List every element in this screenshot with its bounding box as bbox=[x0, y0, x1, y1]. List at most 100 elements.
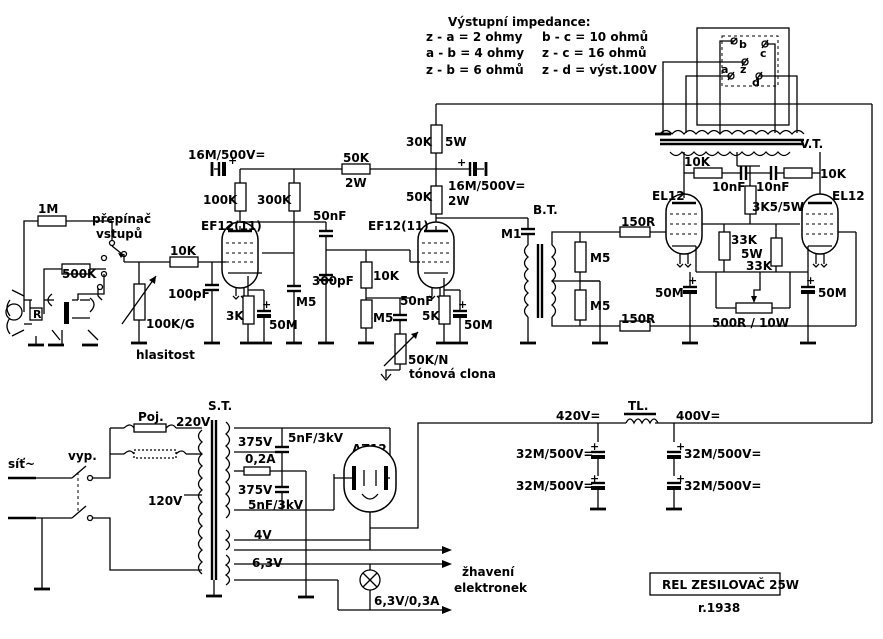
resistor-50k-2w-top bbox=[341, 163, 371, 175]
tube2-label: EF12(11) bbox=[368, 219, 429, 233]
r1m-label: 1M bbox=[38, 202, 58, 216]
terminal-z-label: z bbox=[740, 63, 746, 76]
terminal-d-label: d bbox=[752, 76, 760, 89]
svg-text:+: + bbox=[457, 156, 466, 169]
r50k-mid-w-label: 2W bbox=[448, 194, 470, 208]
output-terminal-block: b c z a d bbox=[662, 27, 798, 133]
c32m-c-label: 32M/500V= bbox=[684, 447, 761, 461]
r10k-b-label: 10K bbox=[373, 269, 400, 283]
impedance-row-2-left: a - b = 4 ohmy bbox=[426, 46, 524, 60]
resistor-m5-c bbox=[574, 241, 587, 273]
resistor-33k-a bbox=[718, 231, 731, 261]
c5nf-b-label: 5nF/3kV bbox=[248, 498, 304, 512]
impedance-row-1-left: z - a = 2 ohmy bbox=[426, 30, 523, 44]
title-year: r.1938 bbox=[698, 601, 740, 615]
resistor-33k-b bbox=[770, 237, 783, 267]
fuse-220v bbox=[123, 423, 177, 433]
pot-500r bbox=[735, 302, 773, 314]
r30k-label: 30K bbox=[406, 135, 433, 149]
svg-text:+: + bbox=[228, 154, 237, 167]
c50m-d-label: 50M bbox=[818, 286, 847, 300]
r30k-w-label: 5W bbox=[445, 135, 467, 149]
v375a-label: 375V bbox=[238, 435, 273, 449]
svg-text:+: + bbox=[688, 274, 697, 287]
r100k-label: 100K bbox=[203, 193, 238, 207]
r33k-a-w-label: 5W bbox=[741, 247, 763, 261]
pot50k-label: 50K/N bbox=[408, 353, 448, 367]
v4-label: 4V bbox=[254, 528, 272, 542]
r10k-a-label: 10K bbox=[170, 244, 197, 258]
capacitor-32m-a: + bbox=[590, 440, 605, 459]
r500k-label: 500K bbox=[62, 267, 97, 281]
selector2-label: vstupů bbox=[96, 227, 142, 241]
interstage-transformer-bt bbox=[523, 244, 557, 318]
r10k-d-label: 10K bbox=[820, 167, 847, 181]
impedance-table: Výstupní impedance: z - a = 2 ohmy b - c… bbox=[426, 15, 657, 77]
pilot-lamp bbox=[359, 569, 381, 591]
title-name: REL ZESILOVAČ 25W bbox=[662, 577, 799, 592]
m1-label: M1 bbox=[501, 227, 521, 241]
impedance-row-2-right: z - c = 16 ohmů bbox=[542, 46, 647, 60]
vyp-label: vyp. bbox=[68, 449, 97, 463]
v420-label: 420V= bbox=[556, 409, 600, 423]
r10k-c-label: 10K bbox=[684, 155, 711, 169]
fuse02-label: 0,2A bbox=[245, 452, 276, 466]
pot100k-label: 100K/G bbox=[146, 317, 195, 331]
input-selector-switch bbox=[96, 239, 128, 291]
selector-label: přepínač bbox=[92, 212, 151, 226]
v120-label: 120V bbox=[148, 494, 183, 508]
rbox-label: R bbox=[33, 308, 42, 321]
r50k-mid-label: 50K bbox=[406, 190, 433, 204]
capacitor-50m-d: + bbox=[801, 274, 815, 294]
c5nf-a-label: 5nF/3kV bbox=[288, 431, 344, 445]
heater2-label: elektronek bbox=[454, 581, 528, 595]
c50nf-b-label: 50nF bbox=[400, 294, 433, 308]
vt-label: V.T. bbox=[800, 137, 823, 151]
capacitor-16m-left: + bbox=[214, 154, 237, 176]
svg-text:+: + bbox=[458, 298, 467, 311]
v400-label: 400V= bbox=[676, 409, 720, 423]
svg-text:+: + bbox=[262, 298, 271, 311]
r150r-b-label: 150R bbox=[621, 312, 655, 326]
input-jacks: R bbox=[5, 288, 103, 347]
resistor-m5-b bbox=[360, 299, 373, 329]
pot-100k-volume bbox=[133, 283, 146, 321]
power-transformer-st bbox=[197, 420, 231, 586]
r500r-label: 500R / 10W bbox=[712, 316, 789, 330]
c16m-right-label: 16M/500V= bbox=[448, 179, 525, 193]
capacitor-50m-a: + bbox=[257, 298, 271, 318]
r300k-label: 300K bbox=[257, 193, 292, 207]
fuse-02a bbox=[243, 466, 271, 476]
v63-label: 6,3V bbox=[252, 556, 283, 570]
svg-text:+: + bbox=[676, 440, 685, 453]
resistor-10k-d bbox=[783, 167, 813, 179]
resistor-3k bbox=[242, 295, 255, 325]
c32m-b-label: 32M/500V= bbox=[516, 479, 593, 493]
svg-text:+: + bbox=[806, 274, 815, 287]
c50m-c-label: 50M bbox=[655, 286, 684, 300]
fuse-120v bbox=[123, 449, 187, 459]
resistor-50k-2w-mid bbox=[430, 185, 443, 215]
c50nf-a-label: 50nF bbox=[313, 209, 346, 223]
svg-text:+: + bbox=[590, 472, 599, 485]
capacitor-32m-c: + bbox=[667, 440, 685, 459]
mains-switch bbox=[71, 465, 94, 522]
impedance-row-3-left: z - b = 6 ohmů bbox=[426, 63, 524, 77]
rectifier-az12 bbox=[343, 445, 397, 513]
tl-label: TL. bbox=[628, 399, 648, 413]
v220-label: 220V bbox=[176, 415, 211, 429]
resistor-30k bbox=[430, 124, 443, 154]
capacitor-50m-b: + bbox=[453, 298, 467, 318]
r3k5-label: 3K5/5W bbox=[752, 200, 804, 214]
tube-ef12-1 bbox=[221, 221, 259, 300]
r33k-b-label: 33K bbox=[746, 259, 773, 273]
c16m-left-label: 16M/500V= bbox=[188, 148, 265, 162]
r5k-label: 5K bbox=[422, 309, 440, 323]
impedance-title: Výstupní impedance: bbox=[448, 15, 591, 29]
resistor-1m bbox=[37, 215, 67, 227]
svg-text:+: + bbox=[590, 440, 599, 453]
r50k-top-w-label: 2W bbox=[345, 176, 367, 190]
r150r-a-label: 150R bbox=[621, 215, 655, 229]
c32m-d-label: 32M/500V= bbox=[684, 479, 761, 493]
